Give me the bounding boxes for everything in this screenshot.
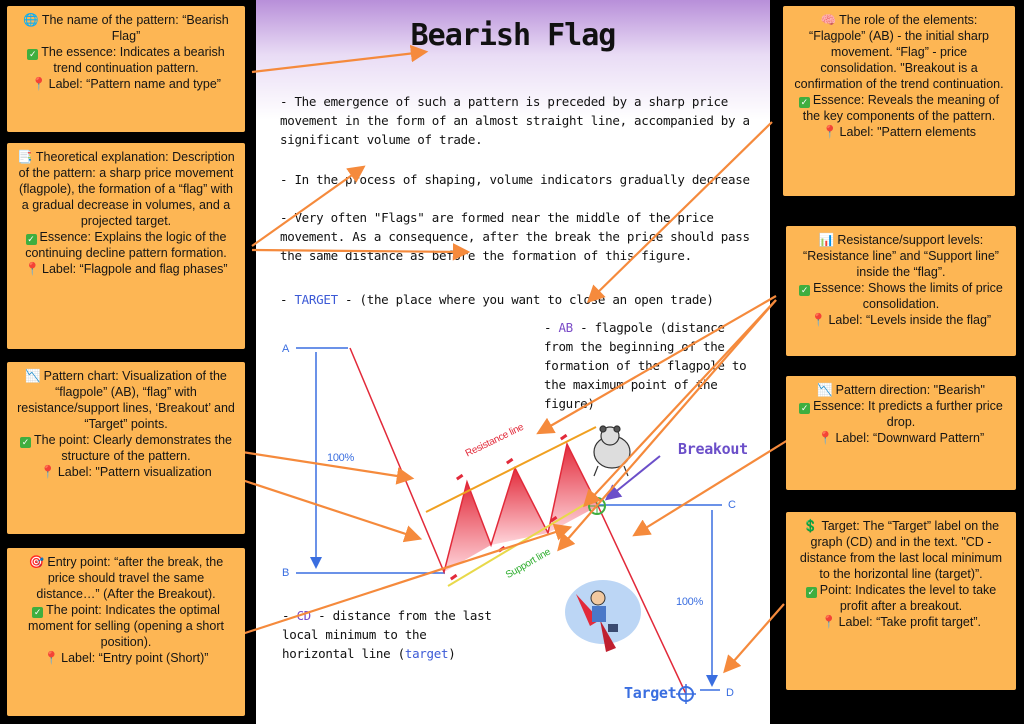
- paragraph-target: - TARGET - (the place where you want to …: [280, 290, 750, 309]
- check-icon: ✓: [19, 437, 31, 448]
- card-theory: 📑Theoretical explanation: Description of…: [7, 143, 245, 349]
- card-target-head: Target: The “Target” label on the graph …: [799, 519, 1003, 581]
- check-icon: ✓: [799, 285, 811, 296]
- card-theory-head: Theoretical explanation: Description of …: [18, 150, 235, 228]
- target-icon: 🎯: [28, 555, 45, 569]
- card-target-essence: Point: Indicates the level to take profi…: [819, 583, 997, 613]
- point-a-label: A: [282, 343, 290, 355]
- paragraph-preceding-move: - The emergence of such a pattern is pre…: [280, 94, 750, 147]
- bar-chart-icon: 📊: [818, 233, 835, 247]
- card-levels-label: Label: “Levels inside the flag”: [828, 313, 992, 327]
- card-levels-essence: Essence: Shows the limits of price conso…: [813, 281, 1003, 311]
- ab-keyword: AB: [558, 320, 573, 335]
- card-target-label: Label: “Take profit target”.: [838, 615, 981, 629]
- card-levels-head: Resistance/support levels: “Resistance l…: [803, 233, 999, 279]
- card-chart-head: Pattern chart: Visualization of the “fla…: [17, 369, 235, 431]
- paragraph-cd: - CD - distance from the last local mini…: [282, 606, 492, 663]
- bear-icon: [593, 425, 631, 477]
- money-bag-icon: 💲: [802, 519, 819, 533]
- check-icon: ✓: [27, 49, 39, 60]
- target-definition: - (the place where you want to close an …: [337, 292, 714, 307]
- falling-trader-icon: [565, 580, 641, 652]
- card-levels: 📊Resistance/support levels: “Resistance …: [786, 226, 1016, 356]
- card-name-head: The name of the pattern: “Bearish Flag”: [41, 13, 229, 43]
- flag-wave-3: [548, 444, 598, 533]
- target-label: Target: [624, 684, 677, 702]
- cd-close: ): [448, 646, 456, 661]
- point-b-label: B: [282, 567, 290, 579]
- card-entry-point: 🎯Entry point: “after the break, the pric…: [7, 548, 245, 716]
- card-theory-label: Label: “Flagpole and flag phases”: [42, 262, 228, 276]
- breakout-label: Breakout: [678, 440, 748, 458]
- card-target: 💲Target: The “Target” label on the graph…: [786, 512, 1016, 690]
- breakout-arrow: [604, 455, 661, 501]
- pin-icon: 📍: [31, 77, 47, 91]
- card-entry-head: Entry point: “after the break, the price…: [36, 555, 224, 601]
- card-theory-essence: Essence: Explains the logic of the conti…: [25, 230, 227, 260]
- point-c-label: C: [728, 499, 736, 511]
- pin-icon: 📍: [821, 125, 838, 139]
- pin-icon: 📍: [817, 431, 834, 445]
- card-pattern-chart: 📉Pattern chart: Visualization of the “fl…: [7, 362, 245, 534]
- card-entry-essence: The point: Indicates the optimal moment …: [28, 603, 224, 649]
- card-name-essence: The essence: Indicates a bearish trend c…: [41, 45, 225, 75]
- callout-arrows: [241, 44, 789, 674]
- chart-down-icon: 📉: [25, 369, 41, 383]
- check-icon: ✓: [25, 234, 37, 245]
- check-icon: ✓: [798, 97, 810, 108]
- pin-icon: 📍: [24, 262, 41, 276]
- cd-percent-label: 100%: [676, 596, 703, 608]
- chart-down-icon: 📉: [817, 383, 833, 397]
- resistance-line: [425, 426, 597, 513]
- infographic-panel: [256, 0, 770, 724]
- check-icon: ✓: [799, 403, 811, 414]
- card-entry-label: Label: “Entry point (Short)”: [61, 651, 209, 665]
- card-role-head: The role of the elements: “Flagpole” (AB…: [794, 13, 1004, 91]
- ab-percent-label: 100%: [327, 452, 354, 464]
- card-role-essence: Essence: Reveals the meaning of the key …: [802, 93, 1000, 123]
- card-direction-essence: Essence: It predicts a further price dro…: [813, 399, 1003, 429]
- card-direction-label: Label: “Downward Pattern”: [835, 431, 985, 445]
- card-elements-role: 🧠The role of the elements: “Flagpole” (A…: [783, 6, 1015, 196]
- target-keyword: TARGET: [294, 292, 338, 307]
- cd-prefix: -: [282, 608, 297, 623]
- brain-icon: 🧠: [820, 13, 837, 27]
- card-chart-label: Label: "Pattern visualization: [57, 465, 212, 479]
- card-pattern-name: 🌐The name of the pattern: “Bearish Flag”…: [7, 6, 245, 132]
- card-role-label: Label: "Pattern elements: [839, 125, 977, 139]
- card-direction-head: Pattern direction: "Bearish": [835, 383, 985, 397]
- card-name-label: Label: “Pattern name and type”: [48, 77, 221, 91]
- flag-wave-1: [444, 482, 491, 572]
- cd-target-keyword: target: [404, 646, 449, 661]
- check-icon: ✓: [32, 607, 44, 618]
- card-direction: 📉Pattern direction: "Bearish" ✓Essence: …: [786, 376, 1016, 490]
- paragraph-volume: - In the process of shaping, volume indi…: [280, 172, 750, 187]
- page-title: Bearish Flag: [410, 18, 617, 53]
- globe-icon: 🌐: [23, 13, 39, 27]
- cd-definition: - distance from the last local minimum t…: [282, 608, 492, 661]
- card-chart-essence: The point: Clearly demonstrates the stru…: [33, 433, 233, 463]
- ab-prefix: -: [544, 320, 559, 335]
- pin-icon: 📍: [40, 465, 56, 479]
- pin-icon: 📍: [43, 651, 60, 665]
- point-d-label: D: [726, 687, 734, 699]
- document-icon: 📑: [17, 150, 33, 164]
- target-prefix: -: [280, 292, 295, 307]
- check-icon: ✓: [805, 587, 817, 598]
- pin-icon: 📍: [810, 313, 827, 327]
- flag-wave-2: [491, 468, 548, 545]
- pin-icon: 📍: [820, 615, 837, 629]
